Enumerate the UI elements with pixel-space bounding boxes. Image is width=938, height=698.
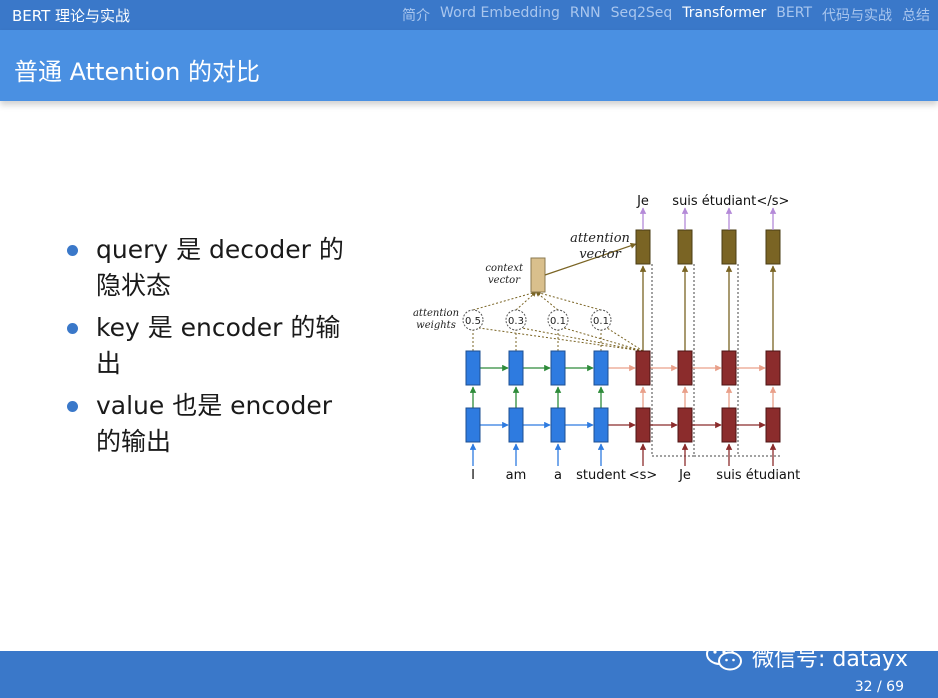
nav-item[interactable]: 总结 [902,8,930,24]
context-vector-box [530,257,546,293]
context-label: vector [488,275,521,286]
decoder-cell [677,407,693,443]
context-label: context [485,263,524,274]
attention-vector-box [635,229,651,265]
watermark-text: 微信号: datayx [752,647,908,672]
bullet-dot-icon [67,245,78,256]
output-token: suis [672,194,698,209]
bullet-text: value 也是 encoder 的输出 [96,391,332,456]
weight-dotted-line [535,291,559,311]
attention-vector-box [677,229,693,265]
decoder-cell [721,350,737,386]
bullet-dot-icon [67,401,78,412]
nav-item[interactable]: Seq2Seq [610,5,673,21]
weight-dotted-line [535,290,602,311]
output-token: Je [636,194,649,209]
bullet-item: key 是 encoder 的输出 [64,310,364,382]
encoder-cell [465,350,481,386]
section-nav: 简介 Word Embedding RNN Seq2Seq Transformer BER… [402,5,930,25]
weights-label: weights [416,320,456,331]
attention-vector-box [721,229,737,265]
score-dotted-line [606,327,644,352]
input-token: student [576,468,626,483]
attention-vector-label: vector [579,247,621,262]
score-dotted-line [521,327,644,352]
decoder-cell [635,407,651,443]
bullet-text: query 是 decoder 的隐状态 [96,235,344,300]
bullet-item: query 是 decoder 的隐状态 [64,232,364,304]
encoder-cell [508,407,524,443]
nav-item[interactable]: Word Embedding [440,5,560,21]
context-to-attention-arrow [544,242,637,276]
encoder-cell [593,350,609,386]
attention-weight-value: 0.3 [508,316,524,327]
feedback-dashed-line [693,264,738,457]
feedback-dashed-line [737,264,782,457]
bullet-item: value 也是 encoder 的输出 [64,388,364,460]
nav-item[interactable]: 代码与实战 [822,8,892,24]
slide-title-bar: 普通 Attention 的对比 [0,30,938,101]
presentation-title: BERT 理论与实战 [12,7,131,25]
encoder-cell [508,350,524,386]
decoder-cell [721,407,737,443]
bullet-dot-icon [67,323,78,334]
decoder-cell [765,407,781,443]
attention-weight-circle [590,309,612,331]
decoder-cell [765,350,781,386]
encoder-cell [550,407,566,443]
score-dotted-line [478,327,644,352]
attention-weight-circle [462,309,484,331]
output-token: </s> [757,194,790,209]
input-token: étudiant [746,468,801,483]
attention-vector-label: attention [570,231,630,246]
nav-item[interactable]: 简介 [402,8,431,24]
attention-weight-value: 0.1 [550,316,566,327]
input-token: am [506,468,527,483]
nav-item[interactable]: Transformer [682,5,767,21]
page-number: 32 / 69 [854,679,904,695]
input-token: I [471,468,475,483]
input-token: <s> [629,468,658,483]
output-token: étudiant [702,194,757,209]
weight-dotted-line [472,290,537,311]
bullet-text: key 是 encoder 的输出 [96,313,341,378]
weight-dotted-line [515,291,537,311]
wechat-icon [706,643,742,671]
nav-item[interactable]: BERT [776,5,812,21]
encoder-cell [593,407,609,443]
attention-weight-circle [505,309,527,331]
input-token: Je [678,468,691,483]
input-token: a [554,468,562,483]
decoder-cell [677,350,693,386]
top-nav-bar: BERT 理论与实战 简介 Word Embedding RNN Seq2Seq Tra… [0,0,938,30]
slide-title: 普通 Attention 的对比 [14,58,261,86]
bullet-list: query 是 decoder 的隐状态 key 是 encoder 的输出 v… [64,232,364,466]
attention-vector-box [765,229,781,265]
attention-weight-value: 0.1 [593,316,609,327]
decoder-cell [635,350,651,386]
nav-item[interactable]: RNN [569,5,601,21]
encoder-cell [550,350,566,386]
attention-weight-circle [547,309,569,331]
weights-label: attention [413,308,459,319]
feedback-dashed-line [651,264,694,457]
score-dotted-line [563,327,644,352]
footer-bar: 微信号: datayx 32 / 69 [0,643,938,698]
attention-weight-value: 0.5 [465,316,481,327]
wechat-watermark: 微信号: datayx [704,641,908,673]
encoder-cell [465,407,481,443]
input-token: suis [716,468,742,483]
